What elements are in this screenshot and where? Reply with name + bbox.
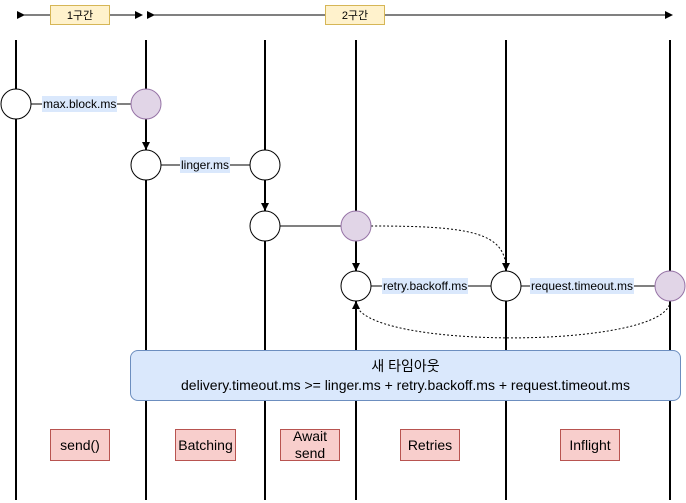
event-retry-start	[340, 270, 372, 302]
label-request-timeout-ms: request.timeout.ms	[530, 278, 635, 294]
delivery-timeout-box: 새 타임아웃 delivery.timeout.ms >= linger.ms …	[130, 350, 681, 401]
phase-batching: Batching	[175, 429, 236, 461]
label-max-block-ms: max.block.ms	[42, 96, 118, 112]
label-retry-backoff-ms: retry.backoff.ms	[382, 278, 469, 294]
event-max-block-end	[130, 88, 162, 120]
event-linger-end	[249, 149, 281, 181]
phase-retries: Retries	[400, 429, 460, 461]
event-request-timeout-end	[654, 270, 686, 302]
event-inflight-start	[490, 270, 522, 302]
event-await-start	[249, 210, 281, 242]
label-linger-ms: linger.ms	[180, 157, 231, 173]
event-await-end	[340, 210, 372, 242]
phase-await-send: Await send	[280, 428, 340, 461]
phase-await-line2: send	[294, 445, 326, 461]
dotted-curve-retry-loop	[352, 300, 671, 339]
timeout-box-formula: delivery.timeout.ms >= linger.ms + retry…	[181, 376, 630, 393]
phase-await-line1: Await	[293, 428, 327, 444]
phase-inflight: Inflight	[560, 429, 620, 461]
event-batching-start	[130, 149, 162, 181]
section-1-label: 1구간	[50, 5, 110, 25]
phase-send: send()	[50, 429, 110, 461]
event-send-start	[0, 88, 32, 120]
dotted-curve-to-inflight	[370, 225, 510, 271]
section-2-label: 2구간	[325, 5, 385, 25]
timeout-box-title: 새 타임아웃	[371, 357, 440, 374]
